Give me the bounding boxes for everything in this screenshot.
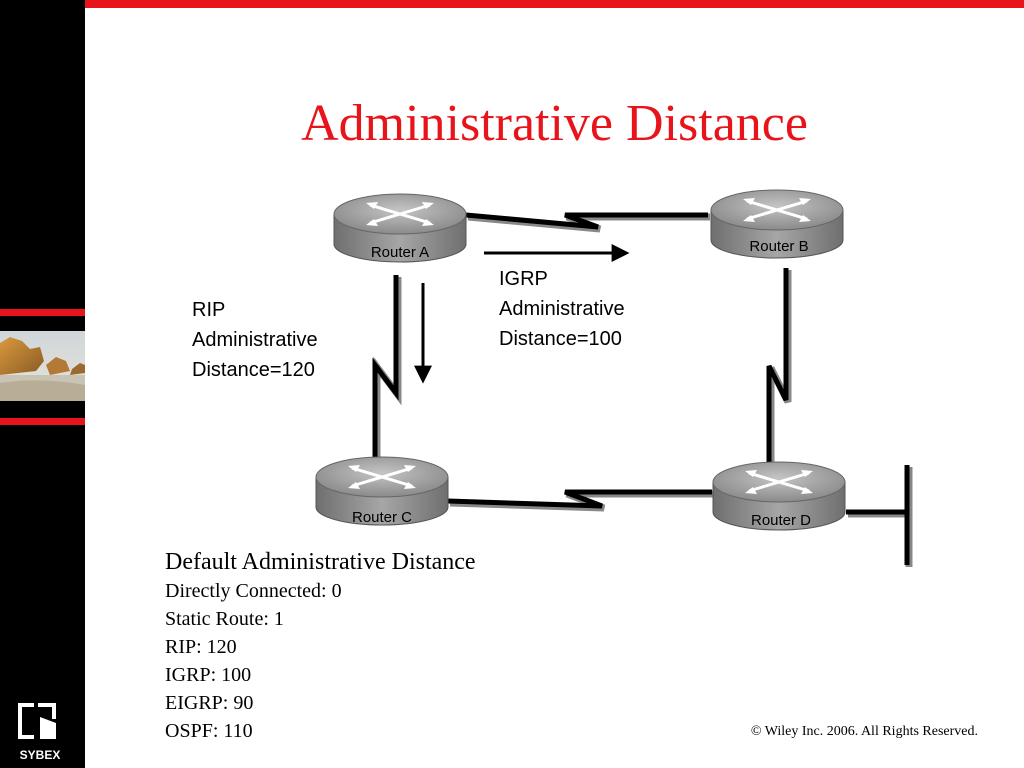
igrp-label-line: Administrative [499,298,625,320]
slide-title: Administrative Distance [301,95,808,152]
rip-label-line: RIP [192,299,226,321]
top-accent-bar [85,0,1024,8]
sybex-logo-icon [18,703,56,739]
rip-distance-label: RIP Administrative Distance=120 [192,295,318,385]
list-item: Static Route: 1 [165,608,284,630]
router-a-label: Router A [371,244,429,261]
list-item: EIGRP: 90 [165,692,254,714]
ethernet-segment [846,465,913,567]
link-c-d [447,489,714,512]
igrp-distance-label: IGRP Administrative Distance=100 [499,264,625,354]
default-distances-list: Default Administrative Distance Directly… [165,547,476,745]
logo-text: SYBEX [20,748,61,762]
list-item: RIP: 120 [165,636,237,658]
list-item: IGRP: 100 [165,664,252,686]
list-item: OSPF: 110 [165,720,253,742]
copyright-notice: © Wiley Inc. 2006. All Rights Reserved. [750,724,978,739]
list-item: Directly Connected: 0 [165,580,342,602]
router-a: Router A [332,192,468,264]
link-b-d [766,268,792,468]
igrp-label-line: Distance=100 [499,328,622,350]
sidebar-red-stripe [0,418,85,425]
link-a-b [465,212,710,233]
sybex-logo: SYBEX [14,697,74,763]
router-b-label: Router B [749,238,808,255]
router-b: Router B [709,188,845,260]
coastline-photo [0,331,85,401]
router-c: Router C [314,455,450,527]
router-d-label: Router D [751,512,811,529]
rip-label-line: Distance=120 [192,359,315,381]
default-distances-title: Default Administrative Distance [165,549,476,575]
sidebar-red-stripe [0,309,85,316]
rip-label-line: Administrative [192,329,318,351]
router-c-label: Router C [352,509,412,526]
igrp-label-line: IGRP [499,268,548,290]
link-a-c [372,275,402,464]
router-d: Router D [711,460,847,532]
